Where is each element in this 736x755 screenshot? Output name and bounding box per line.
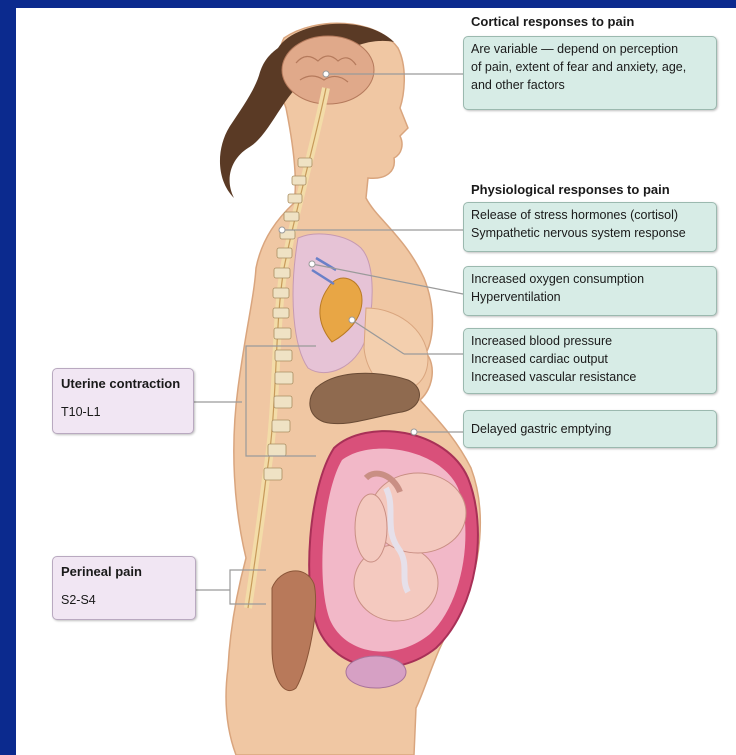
cortical-response-box: Are variable — depend on perception of p… xyxy=(463,36,717,110)
blood-pressure-box: Increased blood pressure Increased cardi… xyxy=(463,328,717,394)
gastric-emptying-box: Delayed gastric emptying xyxy=(463,410,717,448)
uterine-segments: T10-L1 xyxy=(53,391,193,419)
uterine-contraction-box: Uterine contraction T10-L1 xyxy=(52,368,194,434)
physiological-heading: Physiological responses to pain xyxy=(471,182,670,197)
oxygen-consumption-box: Increased oxygen consumption Hyperventil… xyxy=(463,266,717,316)
perineal-pain-box: Perineal pain S2-S4 xyxy=(52,556,196,620)
bladder xyxy=(346,656,406,688)
cortical-heading: Cortical responses to pain xyxy=(471,14,634,29)
perineal-segments: S2-S4 xyxy=(53,579,195,607)
stress-hormone-box: Release of stress hormones (cortisol) Sy… xyxy=(463,202,717,252)
figure-panel: Cortical responses to pain Are variable … xyxy=(16,8,736,755)
uterine-contraction-title: Uterine contraction xyxy=(53,369,193,391)
perineal-pain-title: Perineal pain xyxy=(53,557,195,579)
